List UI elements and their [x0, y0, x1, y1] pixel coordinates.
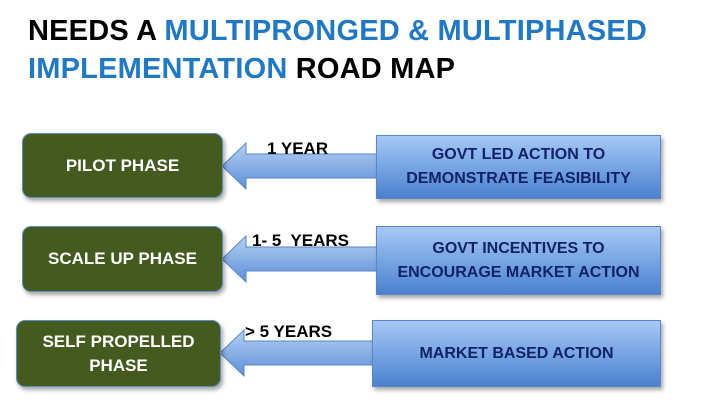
- phase-box-scale-up: SCALE UP PHASE: [22, 226, 223, 292]
- action-box: GOVT INCENTIVES TO ENCOURAGE MARKET ACTI…: [376, 226, 661, 295]
- action-label: GOVT LED ACTION TO DEMONSTRATE FEASIBILI…: [406, 146, 631, 187]
- phase-label: PILOT PHASE: [65, 155, 180, 175]
- phase-box-pilot: PILOT PHASE: [22, 133, 223, 198]
- slide-title: NEEDS A MULTIPRONGED & MULTIPHASED IMPLE…: [28, 12, 647, 88]
- phase-label: SCALE UP PHASE: [48, 249, 197, 268]
- phase-box-self-propelled: SELF PROPELLED PHASE: [16, 320, 221, 387]
- action-box: GOVT LED ACTION TO DEMONSTRATE FEASIBILI…: [376, 135, 661, 199]
- action-label: MARKET BASED ACTION: [419, 344, 614, 362]
- action-box: MARKET BASED ACTION: [372, 320, 661, 387]
- duration-label: > 5 YEARS: [245, 322, 333, 341]
- title-text: NEEDS A: [28, 15, 165, 47]
- phase-label: SELF PROPELLED PHASE: [42, 331, 195, 375]
- duration-label: 1- 5 YEARS: [252, 231, 350, 250]
- action-label: GOVT INCENTIVES TO ENCOURAGE MARKET ACTI…: [397, 239, 640, 281]
- title-highlight: MULTIPRONGED & MULTIPHASED: [164, 15, 648, 47]
- title-highlight: IMPLEMENTATION: [28, 53, 288, 85]
- title-text: ROAD MAP: [287, 53, 456, 85]
- duration-label: 1 YEAR: [267, 139, 329, 158]
